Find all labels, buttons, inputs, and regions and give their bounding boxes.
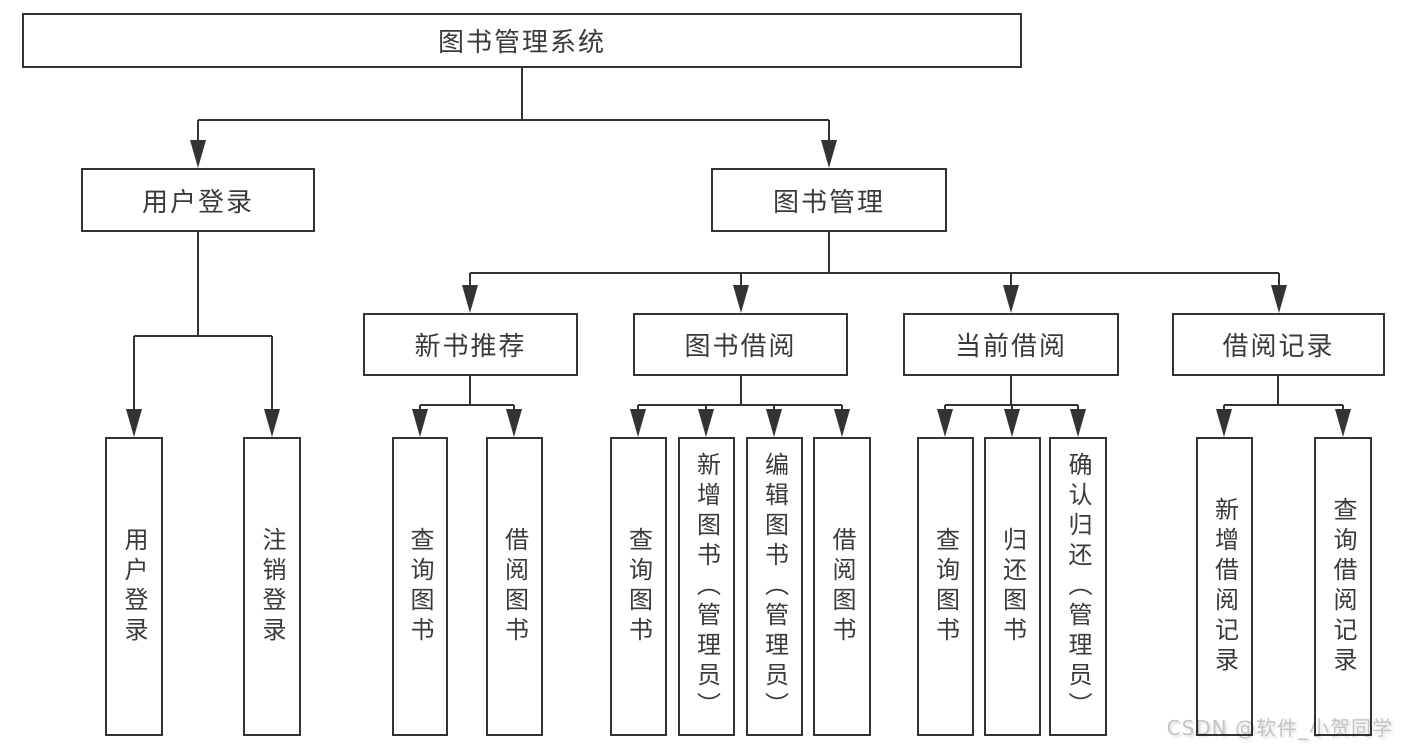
leaf-borrow-book: 借阅图书 [813,437,871,736]
leaf-user-login: 用户登录 [105,437,163,736]
leaf-newbook-query-label: 查询图书 [406,526,434,647]
node-new-book-recommend: 新书推荐 [363,313,578,376]
leaf-logout: 注销登录 [243,437,301,736]
node-borrow-record-label: 借阅记录 [1222,332,1335,362]
node-book-management-label: 图书管理 [772,187,885,218]
leaf-add-book-admin: 新增图书（管理员） [678,437,735,736]
node-user-login-label: 用户登录 [141,187,254,218]
leaf-return-book-label: 归还图书 [998,526,1027,647]
leaf-edit-book-admin-label: 编辑图书（管理员） [760,451,789,722]
node-root: 图书管理系统 [22,13,1022,68]
leaf-user-login-label: 用户登录 [120,526,148,647]
leaf-add-borrow-record-label: 新增借阅记录 [1210,496,1239,677]
node-book-borrow: 图书借阅 [633,313,848,376]
csdn-watermark: CSDN @软件_小贺同学 [1166,716,1393,740]
leaf-query-borrow-record-label: 查询借阅记录 [1329,496,1357,677]
node-root-label: 图书管理系统 [437,28,606,58]
leaf-borrow-query-label: 查询图书 [624,526,653,647]
leaf-confirm-return-admin: 确认归还（管理员） [1049,437,1107,736]
node-book-borrow-label: 图书借阅 [684,332,797,362]
leaf-return-book: 归还图书 [984,437,1041,736]
leaf-borrow-book-label: 借阅图书 [828,526,856,647]
node-new-book-recommend-label: 新书推荐 [414,332,527,362]
leaf-logout-label: 注销登录 [258,526,286,647]
leaf-confirm-return-admin-label: 确认归还（管理员） [1064,451,1092,722]
leaf-newbook-borrow-label: 借阅图书 [500,526,529,647]
leaf-newbook-borrow: 借阅图书 [486,437,543,736]
leaf-current-query: 查询图书 [917,437,974,736]
leaf-add-borrow-record: 新增借阅记录 [1196,437,1253,736]
leaf-borrow-query: 查询图书 [610,437,667,736]
leaf-current-query-label: 查询图书 [931,526,960,647]
node-current-borrow: 当前借阅 [903,313,1119,376]
leaf-query-borrow-record: 查询借阅记录 [1314,437,1372,736]
node-book-management: 图书管理 [711,168,947,232]
leaf-newbook-query: 查询图书 [392,437,448,736]
node-borrow-record: 借阅记录 [1172,313,1385,376]
leaf-edit-book-admin: 编辑图书（管理员） [746,437,803,736]
node-user-login: 用户登录 [81,168,315,232]
node-current-borrow-label: 当前借阅 [954,332,1067,362]
leaf-add-book-admin-label: 新增图书（管理员） [692,451,721,722]
